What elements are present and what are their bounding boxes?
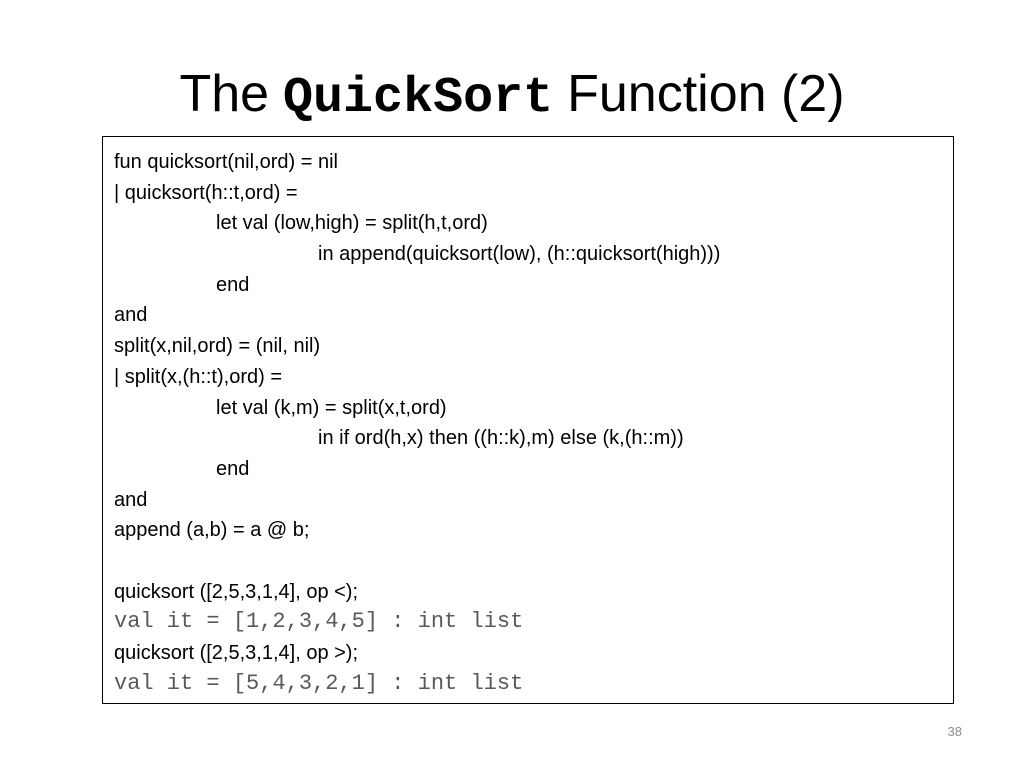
code-line: split(x,nil,ord) = (nil, nil)	[114, 335, 321, 358]
title-prefix: The	[179, 65, 270, 123]
code-line: quicksort ([2,5,3,1,4], op >);	[114, 642, 359, 664]
title-code-name: QuickSort	[283, 70, 554, 127]
code-line: let val (low,high) = split(h,t,ord)	[216, 212, 488, 235]
output-line: val it = [1,2,3,4,5] : int list	[114, 609, 524, 635]
code-line: fun quicksort(nil,ord) = nil	[114, 151, 338, 173]
code-line: and	[114, 488, 148, 511]
code-line: let val (k,m) = split(x,t,ord)	[216, 396, 447, 419]
code-line: in append(quicksort(low), (h::quicksort(…	[318, 243, 721, 266]
code-line: end	[216, 457, 250, 480]
code-line: | split(x,(h::t),ord) =	[114, 365, 283, 388]
code-listing: fun quicksort(nil,ord) = nil | quicksort…	[102, 136, 954, 704]
code-line: and	[114, 304, 148, 327]
blank-line	[114, 546, 953, 577]
code-line: append (a,b) = a @ b;	[114, 519, 310, 542]
page-number: 38	[947, 724, 962, 739]
code-line: quicksort ([2,5,3,1,4], op <);	[114, 580, 359, 603]
code-line: end	[216, 273, 250, 296]
code-line: in if ord(h,x) then ((h::k),m) else (k,(…	[318, 427, 684, 450]
code-line: | quicksort(h::t,ord) =	[114, 181, 298, 204]
output-line: val it = [5,4,3,2,1] : int list	[114, 670, 524, 696]
title-suffix: Function (2)	[567, 65, 845, 123]
